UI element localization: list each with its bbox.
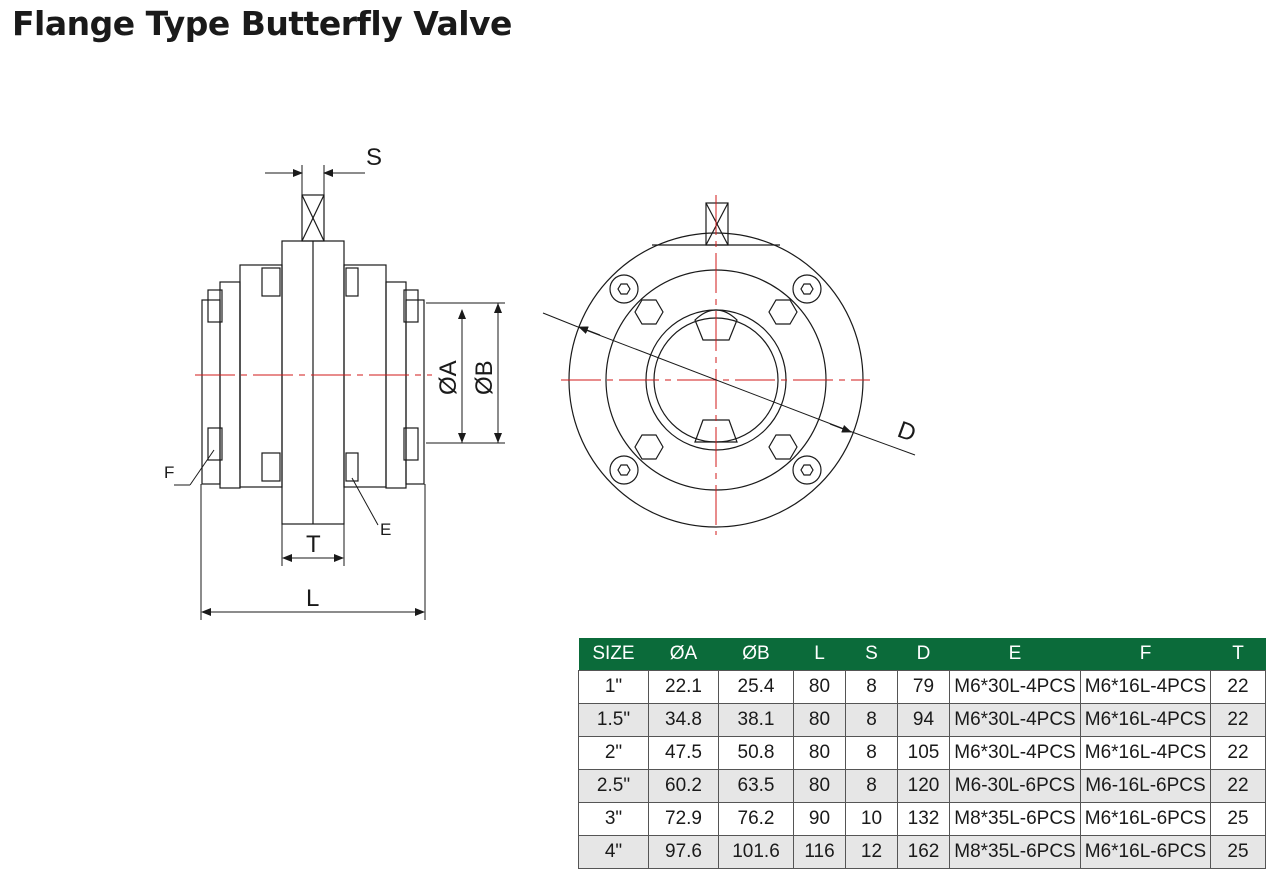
disc-bottom [694,419,738,443]
table-cell: M6*16L-4PCS [1080,703,1211,737]
table-cell: 22 [1210,769,1266,803]
label-d: D [894,416,920,447]
table-row: 1.5" 34.8 38.1 80 8 94 M6*30L-4PCS M6*16… [578,703,1266,737]
s-dimension [265,165,365,195]
table-cell: 90 [793,802,846,836]
header-size: SIZE [578,638,649,671]
table-cell: M6-16L-6PCS [1080,769,1211,803]
table-cell: M6*30L-4PCS [949,736,1081,770]
table-cell: 1.5" [578,703,649,737]
table-cell: 101.6 [718,835,794,869]
header-l: L [793,638,846,671]
table-cell: 3" [578,802,649,836]
table-row: 1" 22.1 25.4 80 8 79 M6*30L-4PCS M6*16L-… [578,670,1266,704]
table-cell: 80 [793,703,846,737]
table-cell: 72.9 [648,802,719,836]
header-e: E [949,638,1081,671]
table-cell: 97.6 [648,835,719,869]
table-cell: M6*30L-4PCS [949,703,1081,737]
table-cell: 4" [578,835,649,869]
table-cell: 2.5" [578,769,649,803]
header-d: D [897,638,950,671]
label-f: F [164,463,174,482]
header-s: S [845,638,898,671]
disc-top [694,309,738,341]
ab-dimensions [426,302,505,444]
table-cell: 60.2 [648,769,719,803]
label-l: L [306,585,319,612]
header-b: ØB [718,638,794,671]
table-cell: 47.5 [648,736,719,770]
table-cell: 8 [845,670,898,704]
table-cell: 12 [845,835,898,869]
table-cell: 162 [897,835,950,869]
table-cell: 2" [578,736,649,770]
table-cell: M6*16L-4PCS [1080,736,1211,770]
table-cell: 10 [845,802,898,836]
f-leader [174,449,215,486]
left-flange [239,264,283,488]
table-cell: M6-30L-6PCS [949,769,1081,803]
e-leader [351,477,379,526]
table-header-row: SIZE ØA ØB L S D E F T [578,638,1266,671]
table-cell: 105 [897,736,950,770]
label-a: ØA [435,360,462,395]
table-cell: M8*35L-6PCS [949,835,1081,869]
spec-table: SIZE ØA ØB L S D E F T 1" 22.1 25.4 80 8… [578,638,1266,869]
table-cell: 8 [845,769,898,803]
table-cell: 120 [897,769,950,803]
table-cell: M6*30L-4PCS [949,670,1081,704]
table-cell: 116 [793,835,846,869]
table-cell: 80 [793,736,846,770]
table-cell: 22 [1210,736,1266,770]
table-cell: 1" [578,670,649,704]
table-cell: M6*16L-6PCS [1080,802,1211,836]
outer-bolt-holes [609,274,822,485]
label-t: T [306,531,321,558]
side-view [201,194,425,525]
inner-bolts [634,299,798,460]
t-dimension [281,524,345,566]
table-row: 2.5" 60.2 63.5 80 8 120 M6-30L-6PCS M6-1… [578,769,1266,803]
l-dimension [200,484,426,620]
label-e: E [380,520,391,539]
table-cell: 63.5 [718,769,794,803]
table-cell: 22.1 [648,670,719,704]
table-cell: 79 [897,670,950,704]
table-row: 2" 47.5 50.8 80 8 105 M6*30L-4PCS M6*16L… [578,736,1266,770]
label-b: ØB [471,360,498,395]
table-cell: 22 [1210,670,1266,704]
table-cell: 8 [845,736,898,770]
table-cell: 50.8 [718,736,794,770]
table-cell: 38.1 [718,703,794,737]
table-cell: 94 [897,703,950,737]
right-flange [343,264,387,488]
table-cell: 76.2 [718,802,794,836]
table-row: 3" 72.9 76.2 90 10 132 M8*35L-6PCS M6*16… [578,802,1266,836]
page-title: Flange Type Butterfly Valve [12,4,512,43]
table-cell: 25 [1210,835,1266,869]
table-cell: 80 [793,670,846,704]
header-t: T [1210,638,1266,671]
d-dimension [542,312,916,456]
label-s: S [366,144,382,171]
table-cell: 8 [845,703,898,737]
table-cell: M8*35L-6PCS [949,802,1081,836]
table-row: 4" 97.6 101.6 116 12 162 M8*35L-6PCS M6*… [578,835,1266,869]
table-cell: M6*16L-4PCS [1080,670,1211,704]
table-cell: 34.8 [648,703,719,737]
table-cell: 80 [793,769,846,803]
table-cell: 132 [897,802,950,836]
header-f: F [1080,638,1211,671]
table-cell: 25 [1210,802,1266,836]
table-cell: 25.4 [718,670,794,704]
table-cell: M6*16L-6PCS [1080,835,1211,869]
table-cell: 22 [1210,703,1266,737]
header-a: ØA [648,638,719,671]
